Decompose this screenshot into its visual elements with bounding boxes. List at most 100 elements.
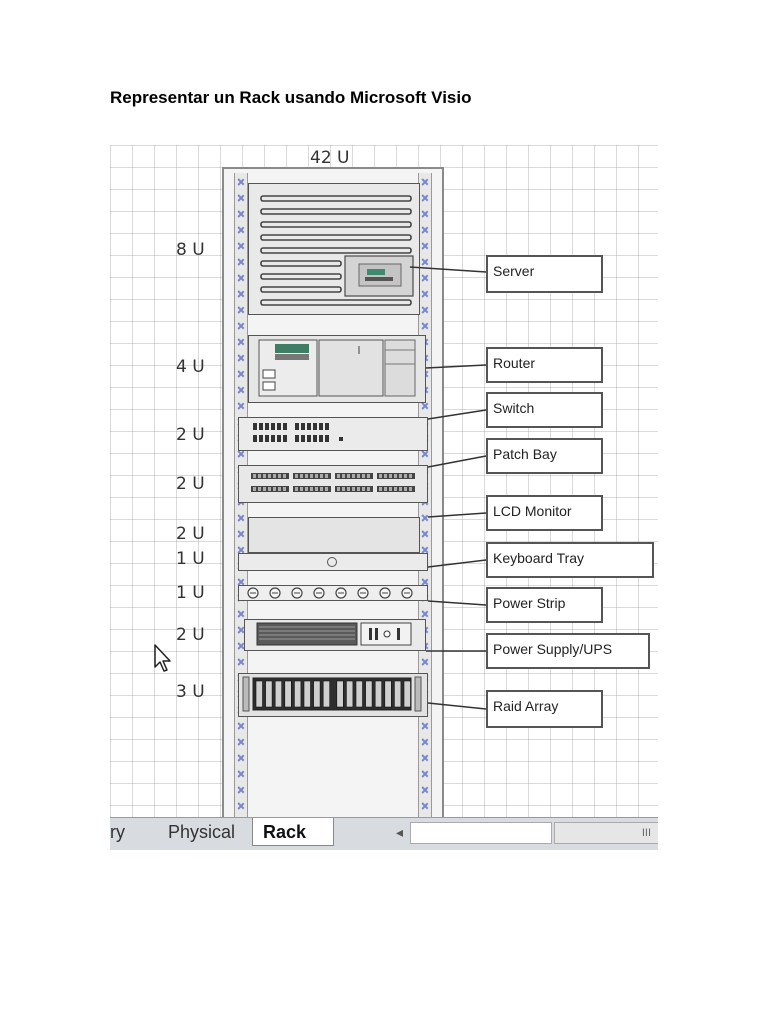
tab-prev-partial[interactable]: ry	[110, 822, 125, 842]
rail-mount-hole	[238, 531, 244, 537]
raid-drive-bay	[346, 680, 354, 708]
switch-port	[265, 423, 269, 430]
label-patch-bay[interactable]: Patch Bay	[486, 438, 603, 474]
patch-port	[409, 474, 412, 478]
power-supply-device[interactable]	[244, 619, 426, 651]
raid-drive-bay	[322, 680, 330, 708]
rail-mount-hole	[422, 451, 428, 457]
label-raid-array[interactable]: Raid Array	[486, 690, 603, 728]
rail-mount-hole	[422, 787, 428, 793]
page-tabs-bar: ry Physical Rack ◂ III	[110, 817, 658, 850]
switch-ports	[253, 423, 343, 442]
switch-port	[301, 435, 305, 442]
rail-mount-hole	[238, 611, 244, 617]
unit-label-switch: 2 U	[176, 425, 205, 445]
patch-port	[315, 474, 318, 478]
patch-port	[379, 487, 382, 491]
server-device[interactable]	[248, 183, 420, 315]
raid-handle-right	[414, 676, 422, 712]
document-title: Representar un Rack usando Microsoft Vis…	[110, 88, 472, 107]
patch-port	[273, 474, 276, 478]
label-power-supply[interactable]: Power Supply/UPS	[486, 633, 650, 669]
unit-label-lcd-monitor: 2 U	[176, 524, 205, 544]
patch-port	[379, 474, 382, 478]
patch-port	[367, 487, 370, 491]
patch-port	[352, 474, 355, 478]
rail-mount-hole	[422, 179, 428, 185]
label-lcd-monitor[interactable]: LCD Monitor	[486, 495, 603, 531]
rail-mount-hole	[422, 243, 428, 249]
switch-port	[313, 435, 317, 442]
rail-mount-hole	[238, 371, 244, 377]
scroll-left-arrow-icon[interactable]: ◂	[396, 824, 404, 840]
label-switch[interactable]: Switch	[486, 392, 603, 428]
patch-port	[357, 474, 360, 478]
patch-port	[278, 487, 281, 491]
keyboard-tray-knob	[327, 557, 337, 567]
tab-rack[interactable]: Rack	[252, 818, 334, 846]
patch-port	[362, 487, 365, 491]
unit-label-router: 4 U	[176, 357, 205, 377]
patch-port	[310, 474, 313, 478]
patch-port	[253, 474, 256, 478]
visio-rack-screenshot: 42 U 8 U 4 U 2 U 2 U 2 U 1 U 1 U 2 U 3 U	[110, 145, 658, 850]
raid-drive-bay	[303, 680, 311, 708]
raid-drive-bay	[284, 680, 292, 708]
rail-mount-hole	[422, 739, 428, 745]
patch-bay-device[interactable]	[238, 465, 428, 503]
rail-mount-hole	[238, 451, 244, 457]
raid-drive-bay	[374, 680, 382, 708]
switch-port	[271, 423, 275, 430]
patch-port	[357, 487, 360, 491]
rail-mount-hole	[422, 291, 428, 297]
rail-mount-hole	[422, 771, 428, 777]
patch-port	[300, 474, 303, 478]
rail-mount-hole	[422, 227, 428, 233]
power-strip-device[interactable]	[238, 585, 428, 601]
router-device[interactable]	[248, 335, 426, 403]
patch-port	[295, 474, 298, 478]
unit-label-server: 8 U	[176, 240, 205, 260]
raid-drive-bay	[274, 680, 283, 708]
rail-mount-hole	[238, 291, 244, 297]
patch-port	[263, 474, 266, 478]
rail-mount-hole	[238, 179, 244, 185]
scrollbar-grip-icon: III	[641, 827, 651, 839]
rail-mount-hole	[238, 787, 244, 793]
switch-port	[253, 435, 257, 442]
scrollbar-thumb[interactable]: III	[554, 822, 658, 844]
rail-mount-hole	[238, 355, 244, 361]
patch-port	[315, 487, 318, 491]
rail-mount-hole	[238, 195, 244, 201]
raid-drive-bay	[394, 680, 402, 708]
switch-port	[319, 435, 323, 442]
switch-port	[259, 435, 263, 442]
rail-mount-hole	[422, 659, 428, 665]
patch-port	[384, 487, 387, 491]
rail-mount-hole	[422, 611, 428, 617]
patch-port	[394, 474, 397, 478]
patch-port	[342, 487, 345, 491]
raid-array-device[interactable]	[238, 673, 428, 717]
patch-port	[283, 487, 286, 491]
label-keyboard-tray[interactable]: Keyboard Tray	[486, 542, 654, 578]
rail-mount-hole	[422, 403, 428, 409]
keyboard-tray-device[interactable]	[238, 553, 428, 571]
power-strip-outlets	[247, 587, 413, 599]
rail-mount-hole	[238, 659, 244, 665]
label-server[interactable]: Server	[486, 255, 603, 293]
switch-port	[265, 435, 269, 442]
switch-port	[259, 423, 263, 430]
switch-port	[325, 435, 329, 442]
patch-port	[399, 487, 402, 491]
patch-port	[273, 487, 276, 491]
raid-drive-bay	[265, 680, 273, 708]
label-power-strip[interactable]: Power Strip	[486, 587, 603, 623]
patch-port	[337, 474, 340, 478]
label-router[interactable]: Router	[486, 347, 603, 383]
unit-label-patch-bay: 2 U	[176, 474, 205, 494]
tab-physical[interactable]: Physical	[168, 822, 236, 842]
horizontal-scrollbar[interactable]	[410, 822, 552, 844]
lcd-monitor-device[interactable]	[248, 517, 420, 553]
switch-device[interactable]	[238, 417, 428, 451]
